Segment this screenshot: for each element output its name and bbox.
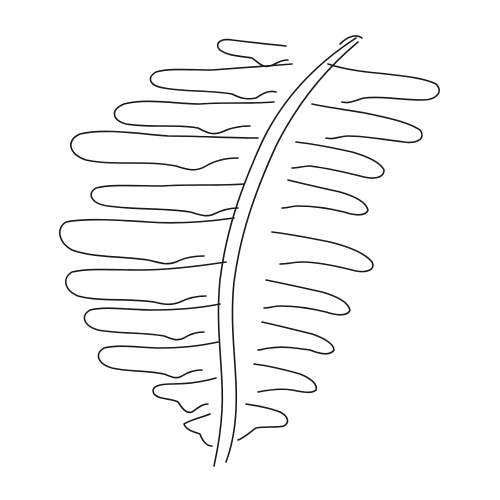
left-pinna-1: [216, 38, 289, 68]
right-pinna-3: [291, 141, 385, 179]
right-pinna-2: [311, 103, 423, 144]
left-pinna-5: [90, 183, 245, 217]
stem-right-edge: [225, 41, 359, 463]
right-pinna-5: [271, 231, 374, 273]
left-pinna-3: [113, 100, 275, 135]
left-pinna-9: [97, 341, 219, 379]
left-pinnae: [59, 38, 293, 447]
right-pinna-6: [263, 279, 351, 316]
fern-stem: [213, 35, 363, 467]
right-pinna-8: [253, 363, 318, 394]
left-pinna-7: [65, 261, 227, 306]
right-pinnae: [237, 63, 440, 441]
left-pinna-10: [152, 377, 217, 414]
right-pinna-7: [257, 321, 335, 355]
left-pinna-2: [149, 63, 293, 100]
stem-tip: [339, 35, 363, 45]
left-pinna-6: [59, 217, 235, 265]
stem-left-edge: [213, 37, 357, 467]
right-pinna-1: [327, 63, 440, 104]
left-pinna-4: [70, 130, 259, 171]
left-pinna-base: [183, 413, 213, 447]
right-pinna-4: [281, 179, 369, 216]
left-pinna-8: [83, 303, 221, 341]
right-pinna-9: [237, 403, 289, 441]
